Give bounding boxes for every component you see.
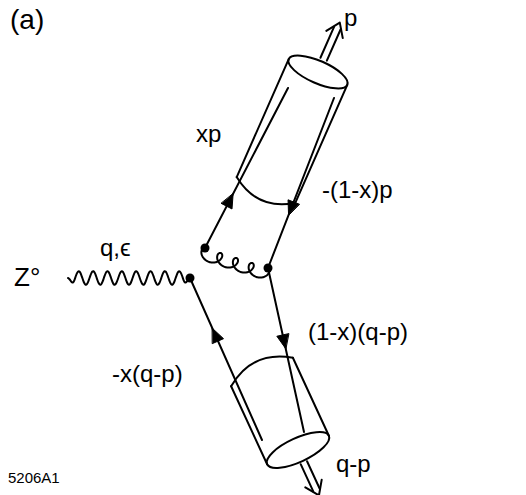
- gluon-line: [201, 248, 269, 278]
- antiquark-line: [190, 278, 262, 440]
- photon-line: [68, 271, 190, 285]
- hadron-tube-side: [293, 358, 329, 436]
- hadron-tube-side: [237, 59, 289, 177]
- momentum-arrow: [327, 29, 341, 60]
- quark-arrow: [277, 334, 289, 349]
- vertex-dot: [264, 264, 273, 273]
- hadron-tube-end: [237, 177, 296, 204]
- hadron-tube-end: [231, 356, 293, 386]
- hadron-tube-side: [231, 386, 267, 464]
- hadron-tube-cap: [262, 425, 334, 475]
- quark-line: [205, 88, 288, 248]
- momentum-label: q,ϵ: [100, 236, 131, 260]
- momentum-arrow-head: [305, 480, 321, 495]
- panel-label: (a): [10, 6, 44, 34]
- momentum-label: xp: [196, 122, 221, 146]
- quark-arrow: [212, 328, 223, 343]
- momentum-label: -x(q-p): [112, 362, 183, 386]
- figure-code: 5206A1: [8, 470, 60, 485]
- vertex-dot: [201, 244, 210, 253]
- momentum-arrow-head: [326, 23, 342, 39]
- quark-arrow: [221, 194, 233, 209]
- momentum-label: -(1-x)p: [322, 178, 393, 202]
- momentum-label: (1-x)(q-p): [308, 320, 408, 344]
- quark-line: [268, 268, 304, 432]
- particle-label: Z°: [14, 264, 40, 290]
- vertex-dot: [186, 274, 195, 283]
- momentum-label: q-p: [336, 452, 371, 476]
- momentum-label: p: [344, 6, 357, 30]
- momentum-arrow: [307, 461, 320, 488]
- quark-arrow: [288, 200, 299, 215]
- diagram-lines: [68, 23, 352, 495]
- hadron-tube-cap: [284, 49, 352, 95]
